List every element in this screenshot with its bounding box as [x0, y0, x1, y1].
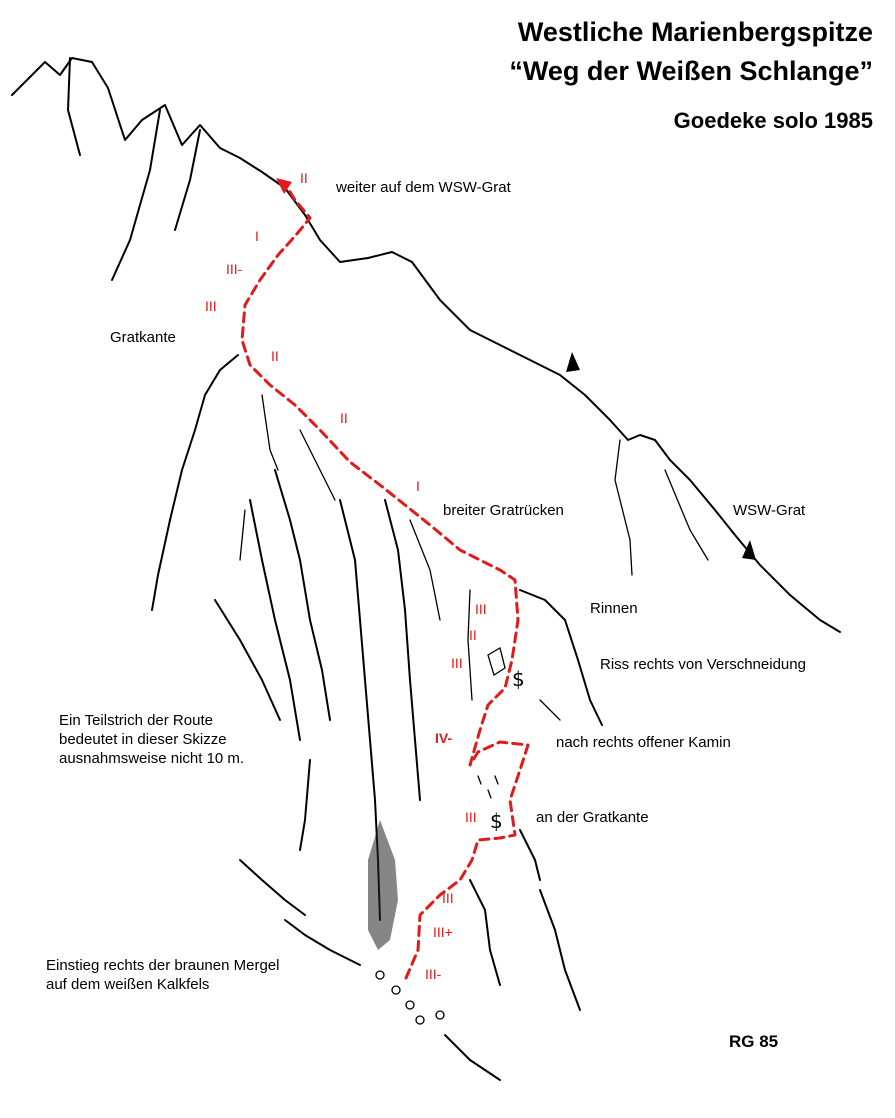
- grade-label: I: [416, 478, 420, 494]
- arrow-icon: [742, 540, 756, 560]
- grade-label: III: [451, 655, 463, 671]
- grade-label: I: [255, 228, 259, 244]
- grade-label: III-: [425, 966, 442, 982]
- grade-label: III: [442, 890, 454, 906]
- wsw-ridge: [411, 261, 841, 633]
- grade-label: II: [340, 410, 348, 426]
- label-weiter: weiter auf dem WSW-Grat: [335, 179, 512, 196]
- label-riss: Riss rechts von Verschneidung: [600, 656, 806, 673]
- grade-label: III: [465, 809, 477, 825]
- grade-label: II: [271, 348, 279, 364]
- title-line-1: Westliche Marienbergspitze: [518, 17, 873, 47]
- signature: RG 85: [729, 1032, 778, 1051]
- piton-icon: $: [490, 809, 503, 833]
- label-gratkante: Gratkante: [110, 329, 176, 346]
- left-skyline: [11, 57, 413, 263]
- note-line: ausnahmsweise nicht 10 m.: [59, 750, 244, 767]
- label-breiter: breiter Gratrücken: [443, 502, 564, 519]
- subtitle: Goedeke solo 1985: [674, 108, 873, 133]
- grade-label: III-: [226, 261, 243, 277]
- title-line-2: “Weg der Weißen Schlange”: [509, 56, 873, 86]
- label-rinnen: Rinnen: [590, 600, 638, 617]
- einstieg-line: auf dem weißen Kalkfels: [46, 976, 209, 993]
- arrow-icon: [566, 352, 580, 372]
- note-line: Ein Teilstrich der Route: [59, 712, 213, 729]
- summit-tower: [67, 57, 81, 156]
- mergel-band: [368, 820, 398, 950]
- grade-label: II: [300, 170, 308, 186]
- label-kamin: nach rechts offener Kamin: [556, 734, 731, 751]
- note-line: bedeutet in dieser Skizze: [59, 731, 227, 748]
- einstieg-note: Einstieg rechts der braunen Mergel auf d…: [46, 957, 279, 993]
- grade-label: IV-: [435, 730, 452, 746]
- climbing-route: [240, 180, 530, 980]
- einstieg-line: Einstieg rechts der braunen Mergel: [46, 957, 279, 974]
- grade-label: II: [469, 627, 477, 643]
- grade-label: III: [475, 601, 487, 617]
- arrow-icon: [276, 178, 292, 194]
- grade-label: III+: [433, 924, 453, 940]
- label-wsw-grat: WSW-Grat: [733, 502, 806, 519]
- label-an-gratkante: an der Gratkante: [536, 809, 649, 826]
- grade-label: III: [205, 298, 217, 314]
- legend-note: Ein Teilstrich der Route bedeutet in die…: [59, 712, 244, 767]
- piton-icon: $: [512, 667, 525, 691]
- gratkante-pillar: [151, 354, 239, 611]
- mountain-sketch: [11, 57, 841, 1081]
